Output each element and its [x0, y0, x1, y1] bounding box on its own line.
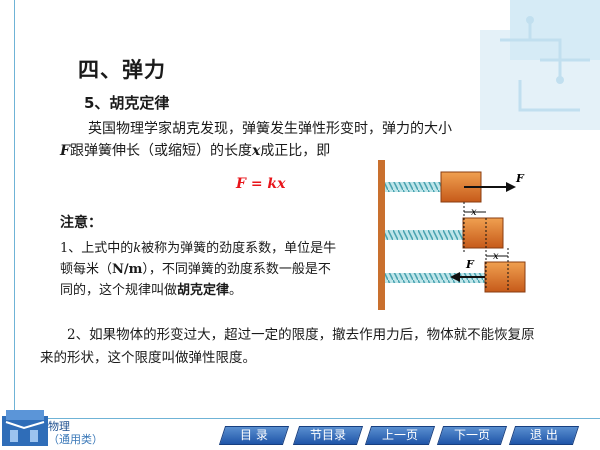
- course-label: 物理 （通用类）: [48, 420, 103, 446]
- force-label-top: F: [515, 172, 525, 185]
- book-logo-icon: [2, 410, 48, 446]
- note-text: 1、上式中的k被称为弹簧的劲度系数，单位是牛顿每米（N/m），不同弹簧的劲度系数…: [60, 241, 337, 298]
- circuit-decoration: [480, 0, 600, 130]
- note-title: 注意：: [60, 215, 102, 231]
- extension-label: x: [471, 207, 477, 218]
- nav-exit-button[interactable]: 退 出: [508, 426, 580, 445]
- course-type: （通用类）: [48, 433, 103, 446]
- nav-section-contents-button[interactable]: 节目录: [292, 426, 364, 445]
- intro-paragraph: 英国物理学家胡克发现，弹簧发生弹性形变时，弹力的大小F跟弹簧伸长（或缩短）的长度…: [60, 121, 452, 159]
- block-2: [462, 217, 504, 249]
- subsection-title: 5、胡克定律: [84, 94, 170, 112]
- spring-2: [385, 230, 463, 240]
- nav-contents-button[interactable]: 目 录: [218, 426, 290, 445]
- compression-label: x: [493, 251, 499, 262]
- frame-left-line: [14, 0, 15, 418]
- wall: [378, 160, 385, 310]
- frame-bottom-line: [14, 418, 600, 419]
- nav-next-page-button[interactable]: 下一页: [436, 426, 508, 445]
- spring-3: [385, 273, 485, 283]
- section-title: 四、弹力: [78, 58, 166, 82]
- force-label-bottom: F: [465, 258, 475, 271]
- hooke-formula: F = kx: [236, 176, 286, 192]
- elastic-limit-paragraph: 2、如果物体的形变过大，超过一定的限度，撤去作用力后，物体就不能恢复原来的形状，…: [40, 327, 535, 366]
- spring-1: [385, 182, 441, 192]
- course-name: 物理: [48, 420, 70, 433]
- spring-figure: F F x x: [378, 160, 526, 310]
- block-3: [484, 261, 526, 293]
- nav-prev-page-button[interactable]: 上一页: [364, 426, 436, 445]
